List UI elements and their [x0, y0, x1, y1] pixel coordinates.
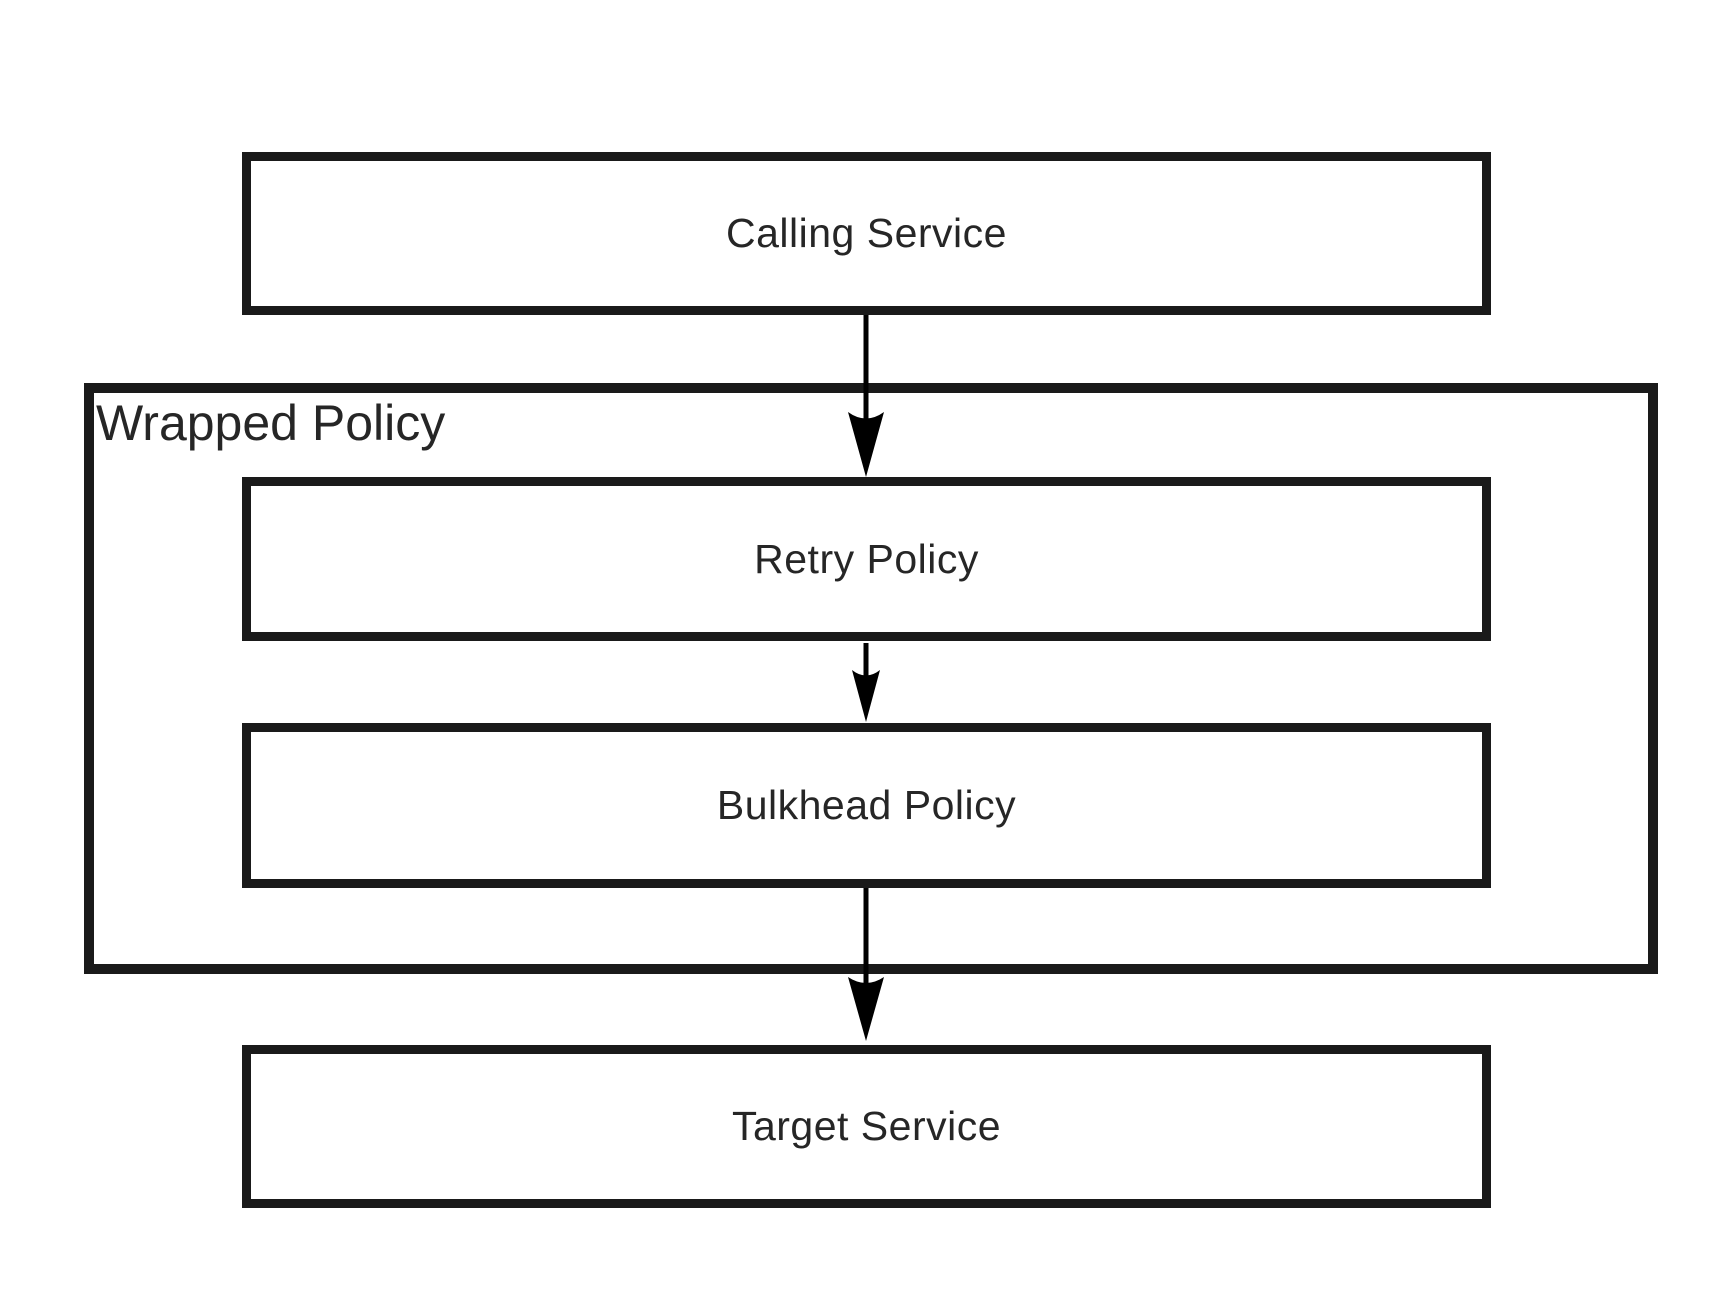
- node-retry-policy-label: Retry Policy: [754, 535, 979, 582]
- arrow-calling-to-retry: [848, 315, 884, 477]
- container-wrapped-policy-label: Wrapped Policy: [96, 395, 446, 451]
- node-calling-service-label: Calling Service: [726, 210, 1007, 256]
- node-target-service: Target Service: [242, 1045, 1491, 1208]
- node-bulkhead-policy-label: Bulkhead Policy: [716, 782, 1017, 828]
- node-bulkhead-policy: Bulkhead Policy: [242, 723, 1491, 888]
- arrow-retry-to-bulkhead: [852, 643, 880, 722]
- node-target-service-label: Target Service: [731, 1103, 1002, 1149]
- arrow-bulkhead-to-target: [848, 888, 884, 1041]
- node-calling-service: Calling Service: [242, 152, 1491, 315]
- node-retry-policy: Retry Policy: [242, 477, 1491, 641]
